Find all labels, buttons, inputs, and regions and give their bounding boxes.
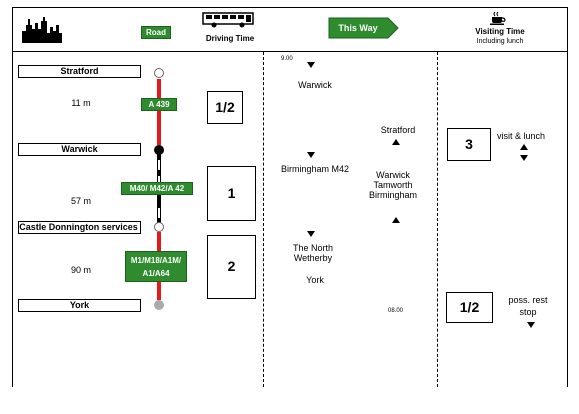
visit-label-stratford: visit & lunch: [497, 131, 546, 141]
up-arrow-2-icon: [392, 217, 400, 223]
visit-hours-stratford: 3: [447, 128, 491, 161]
stop-marker-warwick: [154, 145, 164, 155]
road-line-gap-1: [158, 160, 160, 170]
header-divider: [12, 51, 568, 52]
up-arrow-1-icon: [392, 139, 400, 145]
down-arrow-2-icon: [307, 152, 315, 158]
road-sign-leg-3: M1/M18/A1M/ A1/A64: [125, 251, 187, 282]
stop-marker-castle-donnington: [154, 222, 164, 232]
column-divider-1: [263, 52, 264, 387]
leg-3-distance: 90 m: [70, 265, 91, 275]
start-time: 9.00: [281, 56, 293, 62]
diagram-frame: [12, 7, 568, 387]
driving-hours-leg-3: 2: [207, 235, 256, 299]
leg-1-distance: 11 m: [71, 98, 91, 108]
down-arrow-1-icon: [307, 62, 315, 68]
road-sign-leg-1: A 439: [141, 98, 177, 111]
place-york: York: [306, 275, 324, 285]
place-the-north-wetherby: The North Wetherby: [292, 243, 334, 263]
road-line-leg-1: [157, 79, 161, 145]
column-divider-2: [437, 52, 438, 387]
visit-down-arrow-icon: [520, 155, 528, 161]
road-line-gap-2: [158, 176, 160, 186]
driving-hours-leg-2: 1: [207, 166, 256, 221]
road-line-gap-3: [158, 208, 160, 218]
place-warwick: Warwick: [298, 80, 332, 90]
road-header-tag: Road: [141, 26, 171, 39]
driving-hours-leg-1: 1/2: [207, 91, 243, 124]
stop-label-castle-donnington: Castle Donnington services: [19, 222, 138, 232]
city-skyline-icon: [22, 17, 62, 43]
this-way-label: This Way: [338, 23, 378, 33]
road-sign-leg-2: M40/ M42/A 42: [121, 182, 193, 195]
stop-label-warwick: Warwick: [18, 143, 141, 156]
coffee-cup-icon: [490, 11, 506, 25]
place-stratford-return: Stratford: [380, 125, 416, 135]
rest-stop-down-arrow-icon: [527, 322, 535, 328]
place-birmingham-m42: Birmingham M42: [280, 164, 350, 174]
place-warwick-tamworth-birmingham: Warwick Tamworth Birmingham: [368, 170, 417, 200]
return-time: 08.00: [388, 308, 404, 314]
bus-icon: [202, 12, 254, 28]
leg-2-distance: 57 m: [70, 196, 91, 206]
visiting-time-header: Visiting Time: [475, 27, 525, 36]
this-way-arrow-icon: [328, 17, 399, 39]
stop-marker-york: [154, 300, 164, 310]
visit-hours-rest-stop: 1/2: [446, 292, 493, 323]
stop-marker-stratford: [154, 68, 164, 78]
stop-label-stratford: Stratford: [18, 65, 141, 78]
down-arrow-3-icon: [307, 231, 315, 237]
visiting-time-subheader: Including lunch: [476, 38, 524, 45]
driving-time-header: Driving Time: [205, 34, 255, 43]
visit-label-rest-stop: poss. rest stop: [508, 295, 548, 317]
stop-label-castle-donnington-box: [18, 221, 141, 234]
visit-up-arrow-icon: [520, 144, 528, 150]
stop-label-york: York: [18, 299, 141, 312]
